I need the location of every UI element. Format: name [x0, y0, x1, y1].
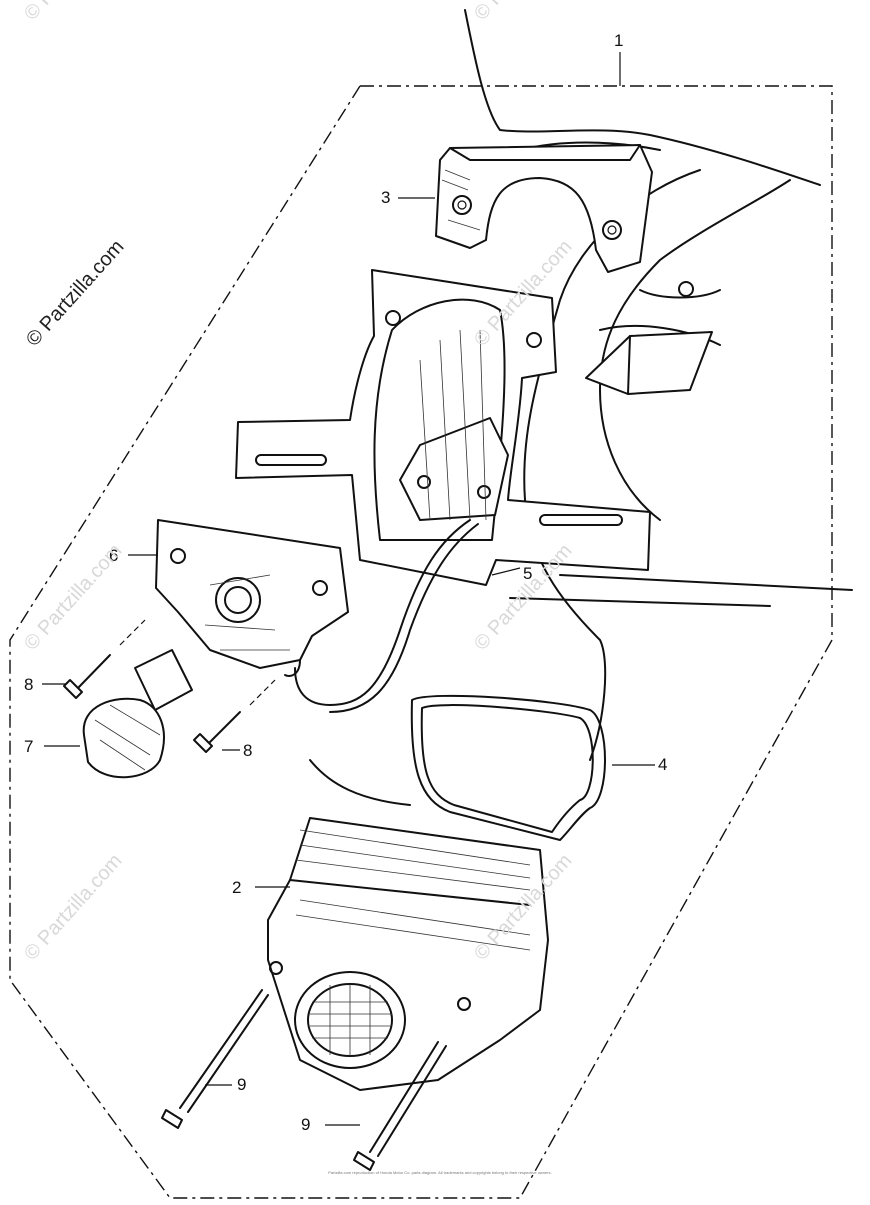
- callout-3: 3: [381, 188, 391, 207]
- callout-1: 1: [614, 31, 624, 50]
- part-7-bulb: [44, 649, 193, 779]
- callout-2: 2: [232, 878, 242, 897]
- part-3-upper-bracket: [398, 144, 653, 273]
- part-4-gasket: [410, 694, 655, 841]
- part-2-tail-lamp: [255, 817, 549, 1091]
- part-9-long-screws: [161, 989, 447, 1171]
- callout-6: 6: [109, 546, 119, 565]
- part-6-socket-plate: [128, 519, 349, 678]
- assembly-boundary: [9, 85, 833, 1199]
- callout-8-a: 8: [24, 675, 34, 694]
- callout-7: 7: [24, 737, 34, 756]
- part-5-license-bracket: [235, 269, 651, 586]
- wire-harness: [294, 519, 471, 706]
- callout-8-b: 8: [243, 741, 253, 760]
- part-8-screws: [42, 619, 276, 753]
- callout-9-b: 9: [301, 1115, 311, 1134]
- callout-4: 4: [658, 755, 668, 774]
- callout-5: 5: [523, 564, 533, 583]
- callout-9-a: 9: [237, 1075, 247, 1094]
- rear-fender: [309, 9, 853, 806]
- copyright-notice: Partzilla.com reproduction of Honda Moto…: [328, 1170, 552, 1175]
